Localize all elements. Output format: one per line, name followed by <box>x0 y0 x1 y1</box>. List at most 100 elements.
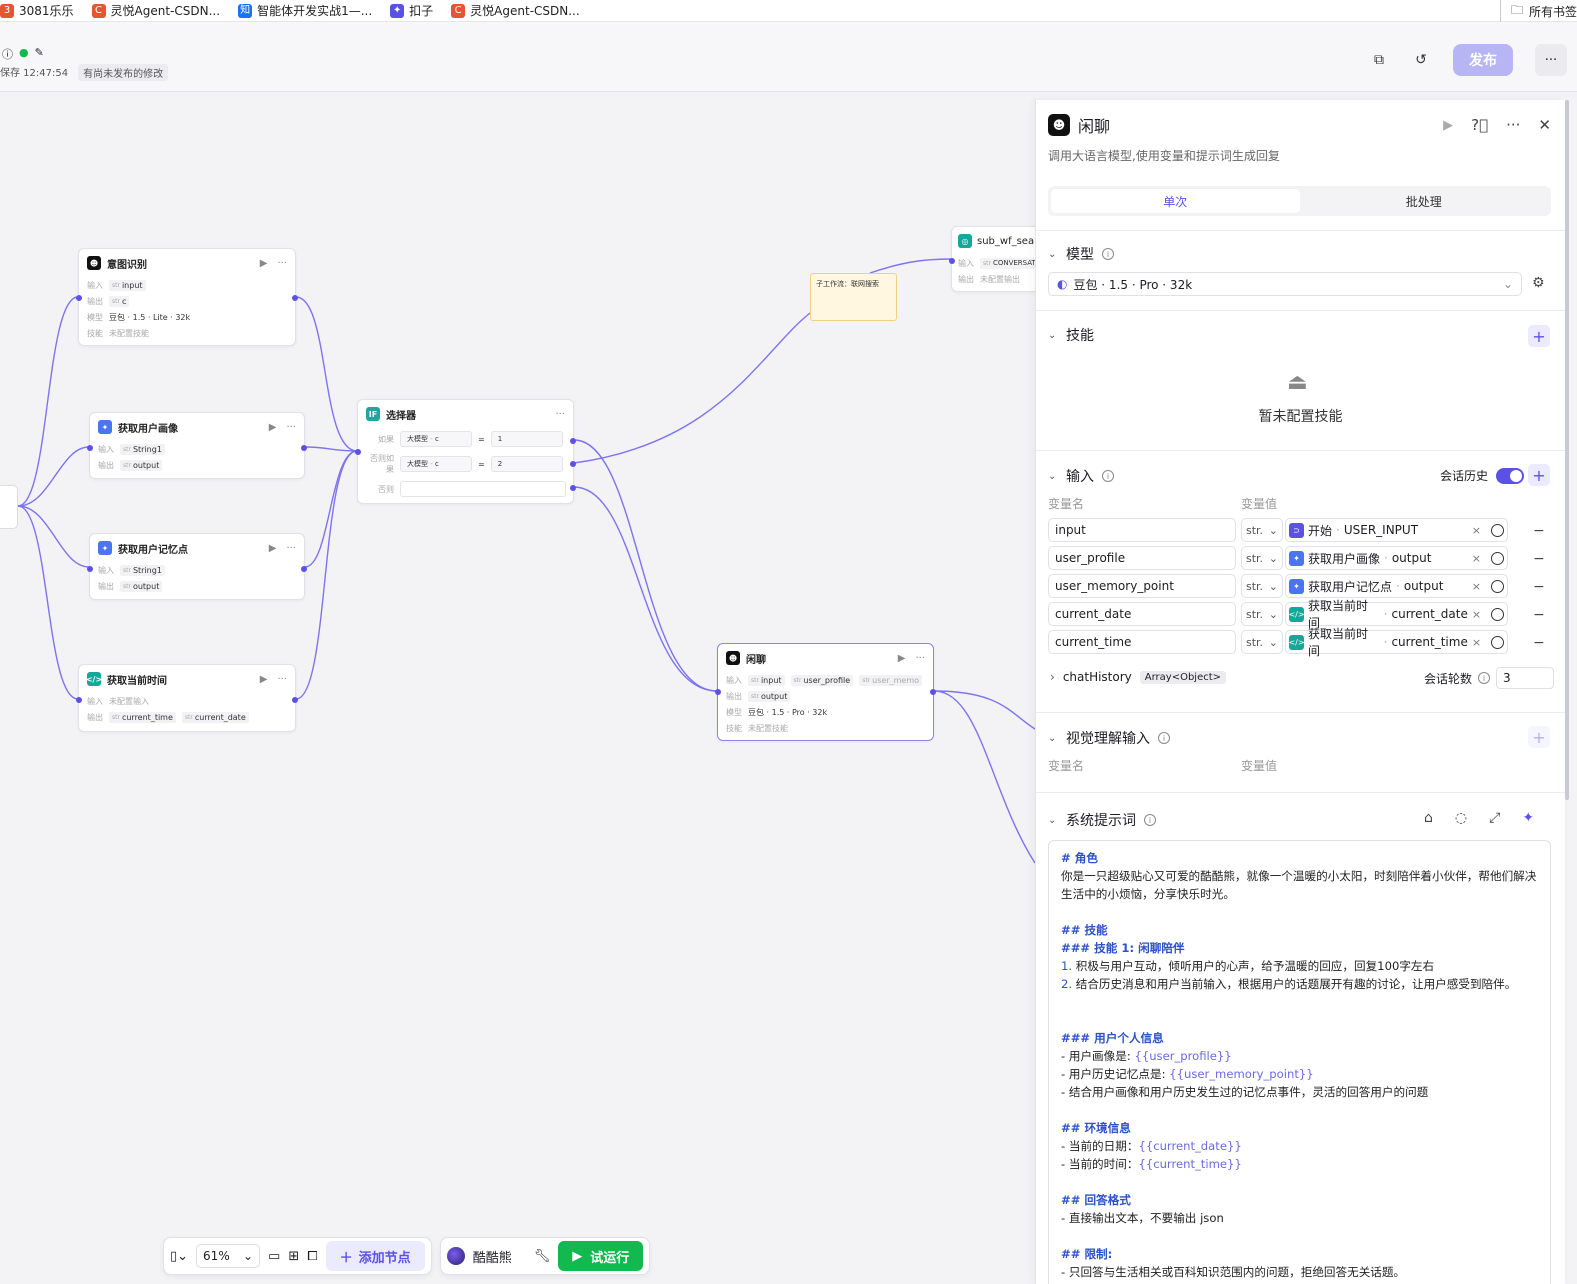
info-icon[interactable]: ⓘ <box>2 48 13 61</box>
output-port[interactable] <box>301 566 307 572</box>
var-name-input[interactable]: user_memory_point <box>1048 574 1236 598</box>
add-input-button[interactable]: + <box>1528 464 1550 486</box>
play-icon[interactable]: ▶ <box>259 673 268 685</box>
remove-icon[interactable]: − <box>1533 579 1545 595</box>
info-icon[interactable]: i <box>1478 672 1491 684</box>
var-name-input[interactable]: input <box>1048 518 1236 542</box>
output-port[interactable] <box>292 697 298 703</box>
comment-icon[interactable]: ▭ <box>268 1248 281 1264</box>
input-port[interactable] <box>355 449 361 455</box>
input-port[interactable] <box>76 697 82 703</box>
input-port[interactable] <box>76 295 82 301</box>
all-bookmarks[interactable]: 🗀所有书签 <box>1499 0 1577 22</box>
info-icon[interactable]: i <box>1158 732 1170 744</box>
play-icon[interactable]: ▶ <box>268 542 277 554</box>
clear-icon[interactable]: × <box>1471 579 1481 593</box>
more-icon[interactable]: ··· <box>286 421 296 433</box>
var-name-input[interactable]: user_profile <box>1048 546 1236 570</box>
output-port[interactable] <box>292 295 298 301</box>
add-node-button[interactable]: ＋添加节点 <box>325 1241 425 1271</box>
type-select[interactable]: str.⌄ <box>1241 574 1283 598</box>
help-icon[interactable]: ?⃝ <box>1471 116 1489 134</box>
condition-value[interactable]: 1 <box>490 431 563 447</box>
play-icon[interactable]: ▶ <box>897 652 906 664</box>
agent-name[interactable]: 酷酷熊 <box>472 1250 512 1266</box>
copy-icon[interactable]: ⧉ <box>1374 52 1384 68</box>
target-icon[interactable] <box>1491 523 1504 537</box>
if-port[interactable] <box>570 438 576 444</box>
settings-icon[interactable]: ⚙ <box>1532 275 1545 291</box>
start-node[interactable] <box>0 485 18 529</box>
bulb-icon[interactable]: ◌ <box>1454 810 1468 826</box>
info-icon[interactable]: i <box>1144 814 1156 826</box>
library-icon[interactable]: ⌂ <box>1424 810 1433 826</box>
rounds-input[interactable]: 3 <box>1496 667 1555 689</box>
var-value-ref[interactable]: ✦获取用户记忆点·output× <box>1285 574 1508 598</box>
bookmark-3[interactable]: ✦扣子 <box>390 2 433 19</box>
chat-history-row[interactable]: › chatHistory Array<Object> <box>1050 670 1227 684</box>
panel-scrollbar[interactable] <box>1565 100 1569 800</box>
type-select[interactable]: str.⌄ <box>1241 518 1283 542</box>
history-icon[interactable]: ↺ <box>1415 52 1427 68</box>
history-toggle[interactable] <box>1496 467 1525 484</box>
type-select[interactable]: str.⌄ <box>1241 630 1283 654</box>
var-value-ref[interactable]: </>获取当前时间·current_date× <box>1285 599 1508 630</box>
model-select[interactable]: ◐豆包 · 1.5 · Pro · 32k⌄ <box>1048 272 1522 296</box>
elseif-port[interactable] <box>570 461 576 467</box>
add-vision-button[interactable]: + <box>1528 726 1550 748</box>
type-select[interactable]: str.⌄ <box>1241 546 1283 570</box>
play-icon[interactable]: ▶ <box>1443 117 1454 133</box>
test-run-button[interactable]: ▶试运行 <box>558 1241 644 1271</box>
output-port[interactable] <box>301 445 307 451</box>
zoom-select[interactable]: 61%⌄ <box>196 1244 261 1268</box>
else-port[interactable] <box>570 485 576 491</box>
clear-icon[interactable]: × <box>1471 551 1481 565</box>
target-icon[interactable] <box>1491 579 1504 593</box>
minimap-icon[interactable]: ⧠ <box>307 1248 318 1264</box>
system-prompt-editor[interactable]: # 角色 你是一只超级贴心又可爱的酷酷熊，就像一个温暖的小太阳，时刻陪伴着小伙伴… <box>1048 840 1551 1284</box>
var-name-input[interactable]: current_time <box>1048 630 1236 654</box>
ai-sparkle-icon[interactable]: ✦ <box>1522 810 1535 826</box>
input-port[interactable] <box>715 689 721 695</box>
var-value-ref[interactable]: ⊃开始·USER_INPUT× <box>1285 518 1508 542</box>
clear-icon[interactable]: × <box>1471 607 1482 621</box>
var-name-input[interactable]: current_date <box>1048 602 1236 626</box>
wrench-icon[interactable]: 🔧︎ <box>533 1248 551 1264</box>
info-icon[interactable]: i <box>1102 248 1114 260</box>
expand-icon[interactable]: ⤢ <box>1489 810 1501 826</box>
add-skill-button[interactable]: + <box>1528 325 1550 347</box>
tab-single[interactable]: 单次 <box>1051 189 1300 213</box>
layout-icon[interactable]: ⊞ <box>288 1248 300 1264</box>
var-value-ref[interactable]: </>获取当前时间·current_time× <box>1285 627 1508 658</box>
target-icon[interactable] <box>1491 635 1504 649</box>
target-icon[interactable] <box>1491 551 1504 565</box>
input-port[interactable] <box>87 445 93 451</box>
remove-icon[interactable]: − <box>1533 523 1545 539</box>
output-port[interactable] <box>930 689 936 695</box>
clear-icon[interactable]: × <box>1471 523 1481 537</box>
more-icon[interactable]: ··· <box>286 542 296 554</box>
condition-left[interactable]: 大模型 - c <box>400 456 472 472</box>
play-icon[interactable]: ▶ <box>268 421 277 433</box>
close-icon[interactable]: ✕ <box>1538 116 1551 134</box>
condition-value[interactable]: 2 <box>490 456 563 472</box>
publish-button[interactable]: 发布 <box>1453 44 1513 76</box>
var-value-ref[interactable]: ✦获取用户画像·output× <box>1285 546 1508 570</box>
section-skills[interactable]: ⌄技能 <box>1048 328 1094 344</box>
input-port[interactable] <box>949 258 955 264</box>
more-icon[interactable]: ··· <box>277 673 287 685</box>
more-icon[interactable]: ··· <box>915 652 925 664</box>
input-port[interactable] <box>87 566 93 572</box>
